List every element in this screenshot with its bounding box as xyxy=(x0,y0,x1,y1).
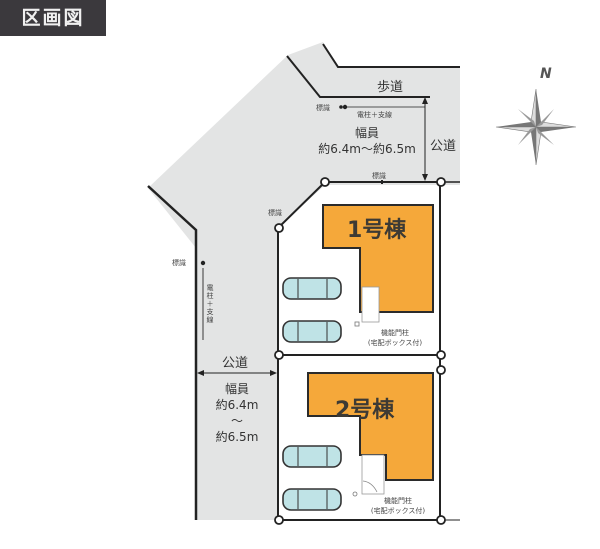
building-2 xyxy=(307,372,434,481)
road-edge-west xyxy=(147,185,198,520)
building-2-label: 2号棟 xyxy=(335,398,395,423)
boundary-markers xyxy=(274,177,446,525)
building-1 xyxy=(322,204,434,313)
pole-top-label: 電柱＋支線 xyxy=(357,111,392,119)
road-area xyxy=(148,42,460,520)
road-edge-north xyxy=(322,43,460,68)
marker-boundary-corner-label: 標識 xyxy=(268,209,282,217)
north-road-label: 公道 xyxy=(430,139,457,154)
sidewalk-label: 歩道 xyxy=(377,80,404,95)
west-road-width: 幅員 約6.4m ～ 約6.5m xyxy=(215,382,259,444)
pole-left-label: 電柱＋支線 xyxy=(206,284,214,324)
gate-1-label: 機能門柱 (宅配ボックス付) xyxy=(367,329,423,347)
lot-boundary xyxy=(277,181,441,521)
car-icons xyxy=(282,277,342,511)
marker-left-label: 標識 xyxy=(172,259,186,267)
west-road-label: 公道 xyxy=(222,356,249,371)
marker-top-label: 標識 xyxy=(316,104,330,112)
gate-2-label: 機能門柱 (宅配ボックス付) xyxy=(370,497,426,515)
sidewalk-edge xyxy=(286,55,430,98)
north-label: N xyxy=(540,66,552,82)
building-1-label: 1号棟 xyxy=(347,218,407,243)
north-road-width: 幅員 約6.4m～約6.5m xyxy=(318,126,416,156)
marker-boundary-top-label: 標識 xyxy=(372,172,386,180)
compass-rose-icon xyxy=(495,88,577,166)
page-title: 区画図 xyxy=(0,0,106,36)
